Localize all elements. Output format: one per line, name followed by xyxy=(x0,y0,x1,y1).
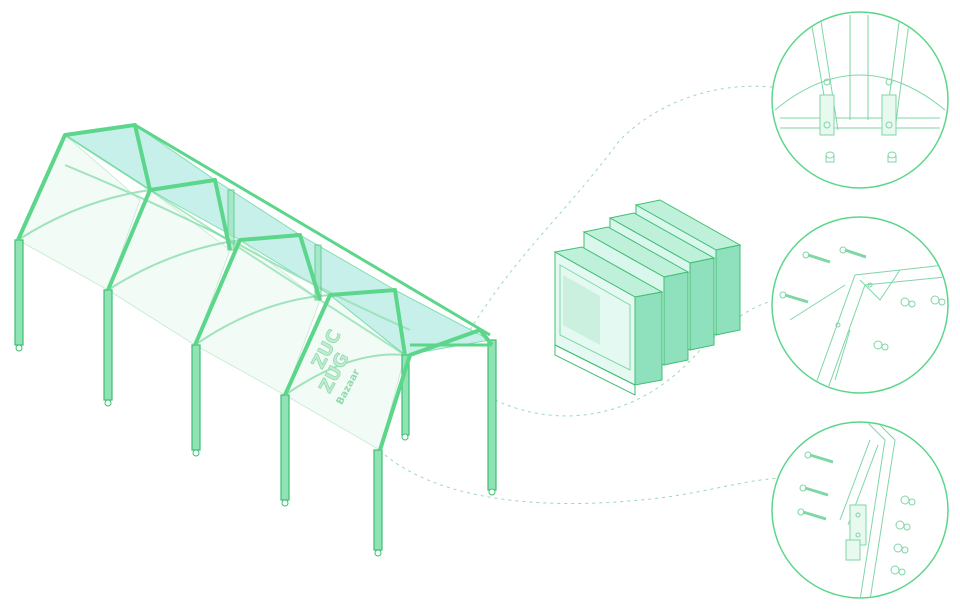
detail-circle-middle xyxy=(771,216,949,394)
eave-beam-front xyxy=(64,134,406,356)
canopy-structure-icon: ZUC ZUG Bazaar xyxy=(14,123,497,557)
box-1 xyxy=(553,246,664,396)
leader-lines xyxy=(384,85,783,505)
frame-beams xyxy=(16,123,494,451)
nuts-right xyxy=(890,495,916,576)
bolts-left xyxy=(797,451,834,521)
frame-5 xyxy=(378,328,494,451)
column-feet xyxy=(15,344,496,557)
frame-4 xyxy=(283,288,407,396)
column-3 xyxy=(191,344,201,451)
detail-circle-top xyxy=(771,11,949,189)
leader-line-bottom xyxy=(384,454,783,505)
columns xyxy=(14,189,497,551)
column-5 xyxy=(373,449,383,551)
frame-1 xyxy=(16,123,152,241)
column-4 xyxy=(280,394,290,501)
frame-2 xyxy=(106,178,232,291)
ridge-joint-detail-icon xyxy=(771,11,949,189)
ridge-beam xyxy=(134,123,491,337)
eave-joint-detail-icon xyxy=(771,216,949,394)
nuts-right xyxy=(873,295,946,351)
frame-3 xyxy=(193,233,322,346)
modular-box-icon xyxy=(553,199,742,396)
column-1 xyxy=(14,239,24,346)
column-back-3 xyxy=(227,189,235,251)
bolts-left xyxy=(779,246,867,304)
leader-line-top xyxy=(469,85,781,331)
leader-line-middle xyxy=(494,299,783,417)
column-2 xyxy=(103,289,113,401)
column-joint-detail-icon xyxy=(771,421,949,599)
column-back-2 xyxy=(487,339,497,491)
fabric-panels xyxy=(17,134,406,451)
